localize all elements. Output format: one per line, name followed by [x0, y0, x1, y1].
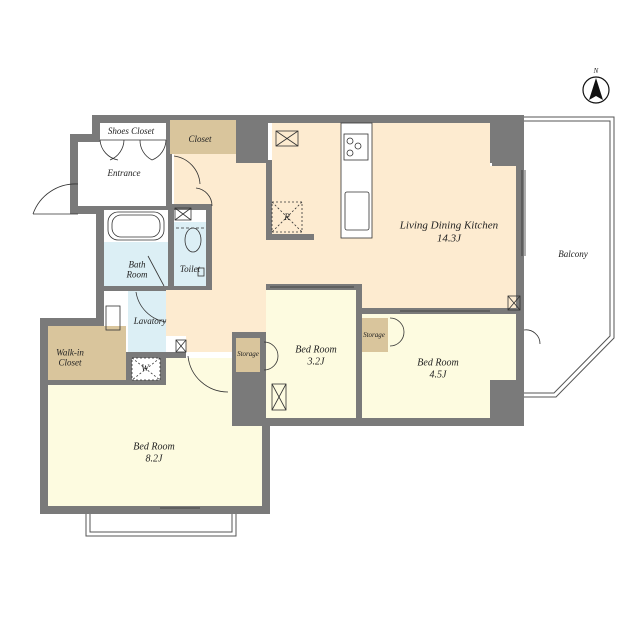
closet-label: Closet — [188, 133, 212, 144]
compass-north-label: N — [593, 66, 599, 75]
bay-window — [85, 512, 237, 537]
balcony-label: Balcony — [558, 248, 588, 259]
refrigerator-label: R — [284, 211, 290, 222]
fixtures — [32, 122, 541, 509]
shoes-closet-label: Shoes Closet — [107, 125, 155, 136]
north-compass-icon — [582, 76, 610, 104]
storage-left-label: Storage — [237, 349, 259, 358]
lavatory-label: Lavatory — [133, 315, 167, 326]
entrance-label: Entrance — [107, 167, 141, 178]
toilet-label: Toilet — [179, 263, 201, 274]
bath-room-label: Bath Room — [126, 259, 148, 280]
walk-in-closet-label: Walk-in Closet — [56, 347, 84, 368]
balcony-outline — [524, 116, 615, 398]
bedroom-3-2-label: Bed Room 3.2J — [295, 344, 337, 368]
bedroom-8-2-label: Bed Room 8.2J — [133, 441, 175, 465]
storage-right-label: Storage — [363, 330, 385, 339]
ldk-label: Living Dining Kitchen 14.3J — [399, 219, 499, 244]
washer-label: W — [141, 362, 149, 373]
bedroom-4-5-label: Bed Room 4.5J — [417, 357, 459, 381]
